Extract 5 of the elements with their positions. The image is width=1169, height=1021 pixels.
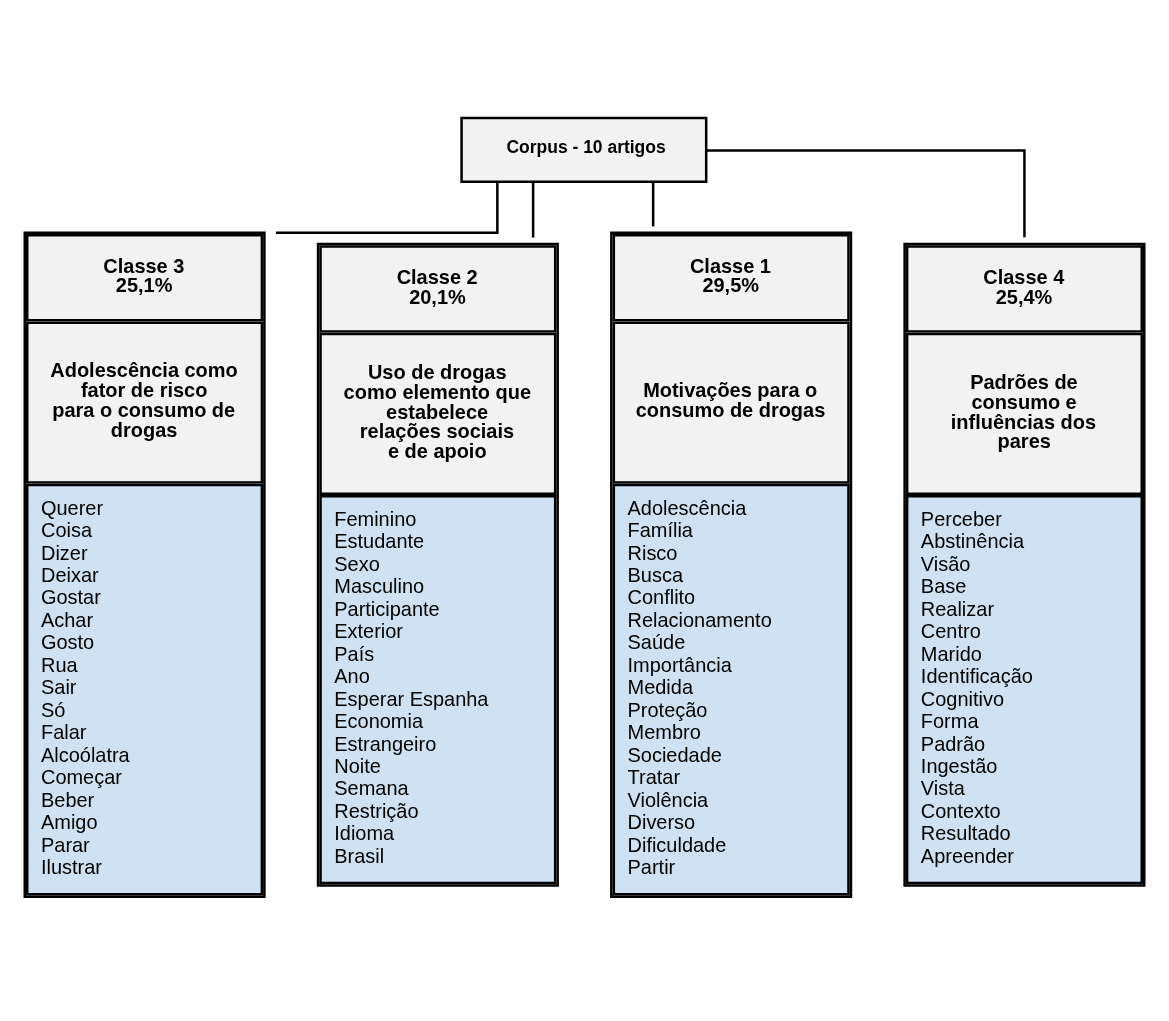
connector (531, 181, 535, 238)
connector (275, 181, 499, 235)
connector (706, 149, 1026, 238)
connector (651, 181, 655, 227)
node-box: Corpus - 10 artigos (460, 116, 708, 183)
